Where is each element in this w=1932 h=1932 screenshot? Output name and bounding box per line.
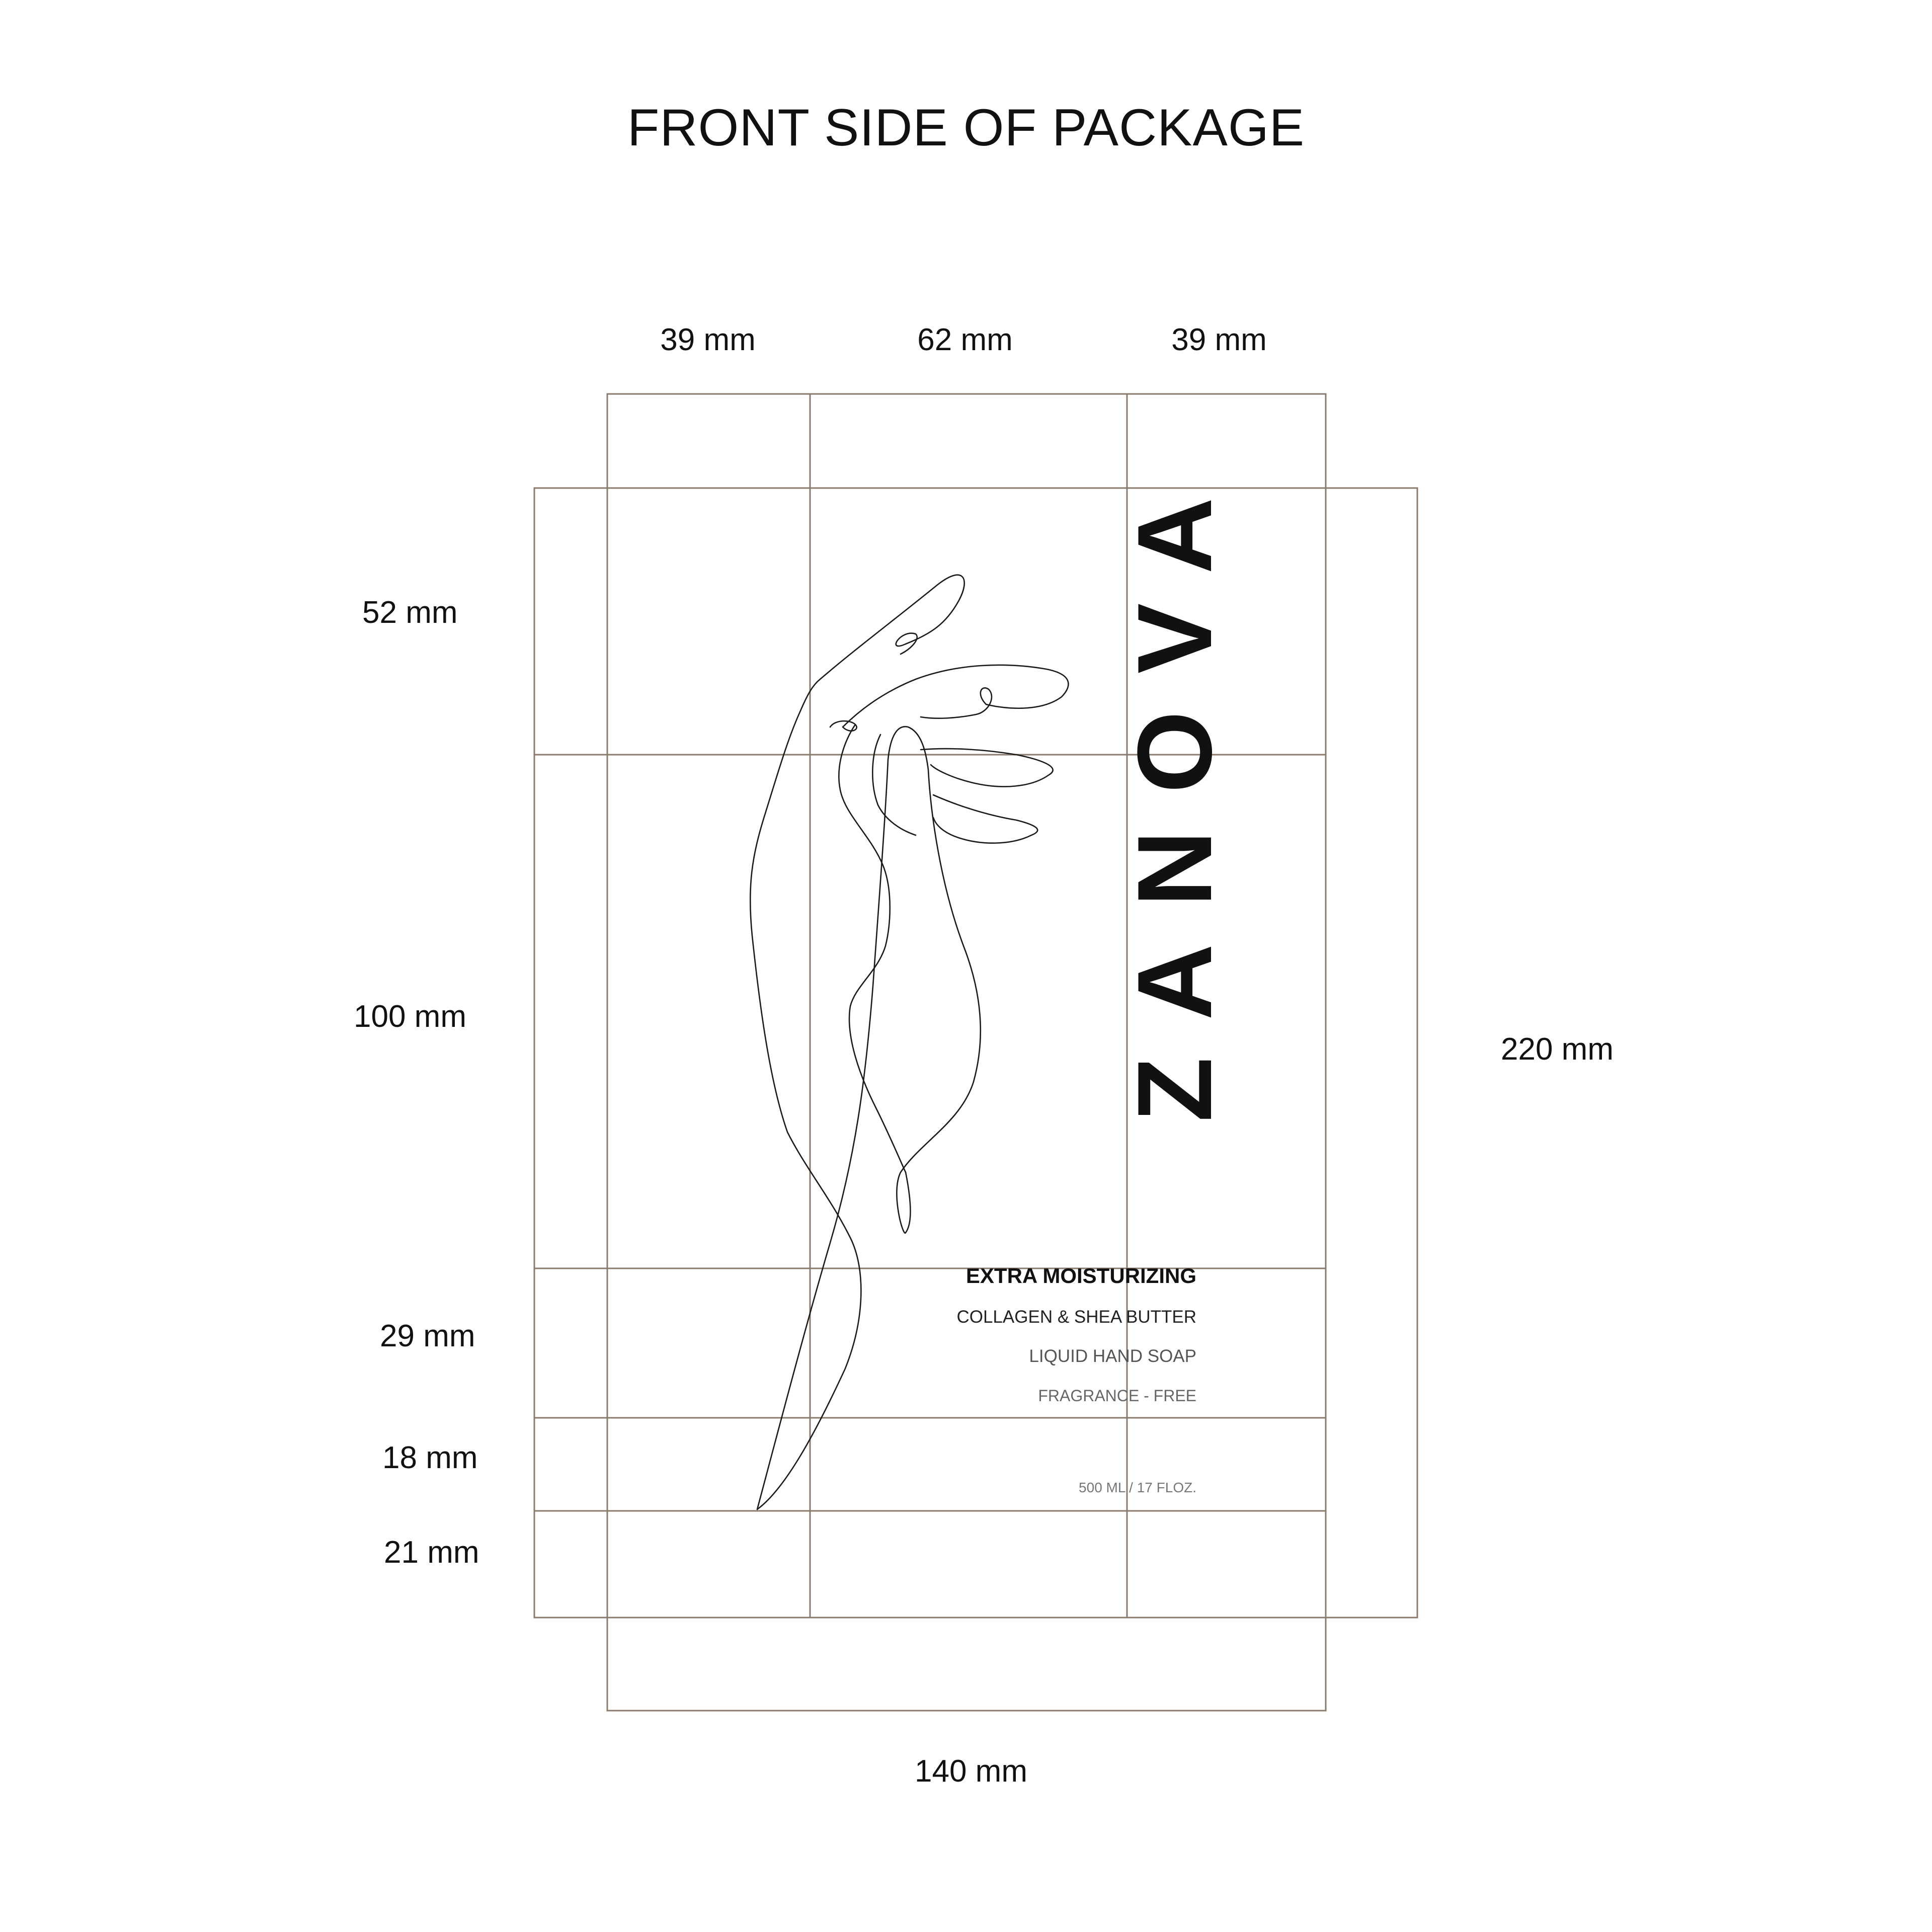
dim-left-1: 52 mm [362, 595, 458, 630]
dim-left-3: 29 mm [380, 1319, 475, 1353]
dim-top-center: 62 mm [917, 323, 1013, 357]
product-fragrance: FRAGRANCE - FREE [1038, 1387, 1196, 1405]
dim-left-4: 18 mm [382, 1440, 478, 1475]
dim-right-height: 220 mm [1501, 1032, 1614, 1067]
bottom-flap [606, 1617, 1327, 1712]
dim-left-2: 100 mm [354, 999, 466, 1034]
little-finger [932, 794, 1038, 844]
page-title: FRONT SIDE OF PACKAGE [627, 99, 1305, 157]
brand-logo: ZANOVA [1115, 460, 1234, 1122]
dim-left-5: 21 mm [384, 1535, 479, 1570]
hand-line-art [749, 574, 1069, 1510]
dim-bottom-width: 140 mm [915, 1754, 1027, 1789]
finger-line [756, 726, 982, 1510]
thumb-line [872, 734, 917, 836]
palm-line [838, 723, 907, 1173]
dim-top-left: 39 mm [660, 323, 756, 357]
product-claim: EXTRA MOISTURIZING [965, 1264, 1196, 1287]
product-volume: 500 ML / 17 FLOZ. [1079, 1480, 1196, 1495]
product-type: LIQUID HAND SOAP [1029, 1346, 1196, 1366]
ring-finger [920, 748, 1054, 787]
dieline-grid [533, 393, 1418, 1712]
product-ingredients: COLLAGEN & SHEA BUTTER [956, 1307, 1196, 1327]
dim-top-right: 39 mm [1171, 323, 1267, 357]
middle-finger [829, 664, 1069, 732]
index-finger [819, 574, 965, 680]
finger-loop [920, 687, 993, 719]
main-panel [533, 487, 1418, 1619]
forearm-line [749, 678, 862, 1510]
